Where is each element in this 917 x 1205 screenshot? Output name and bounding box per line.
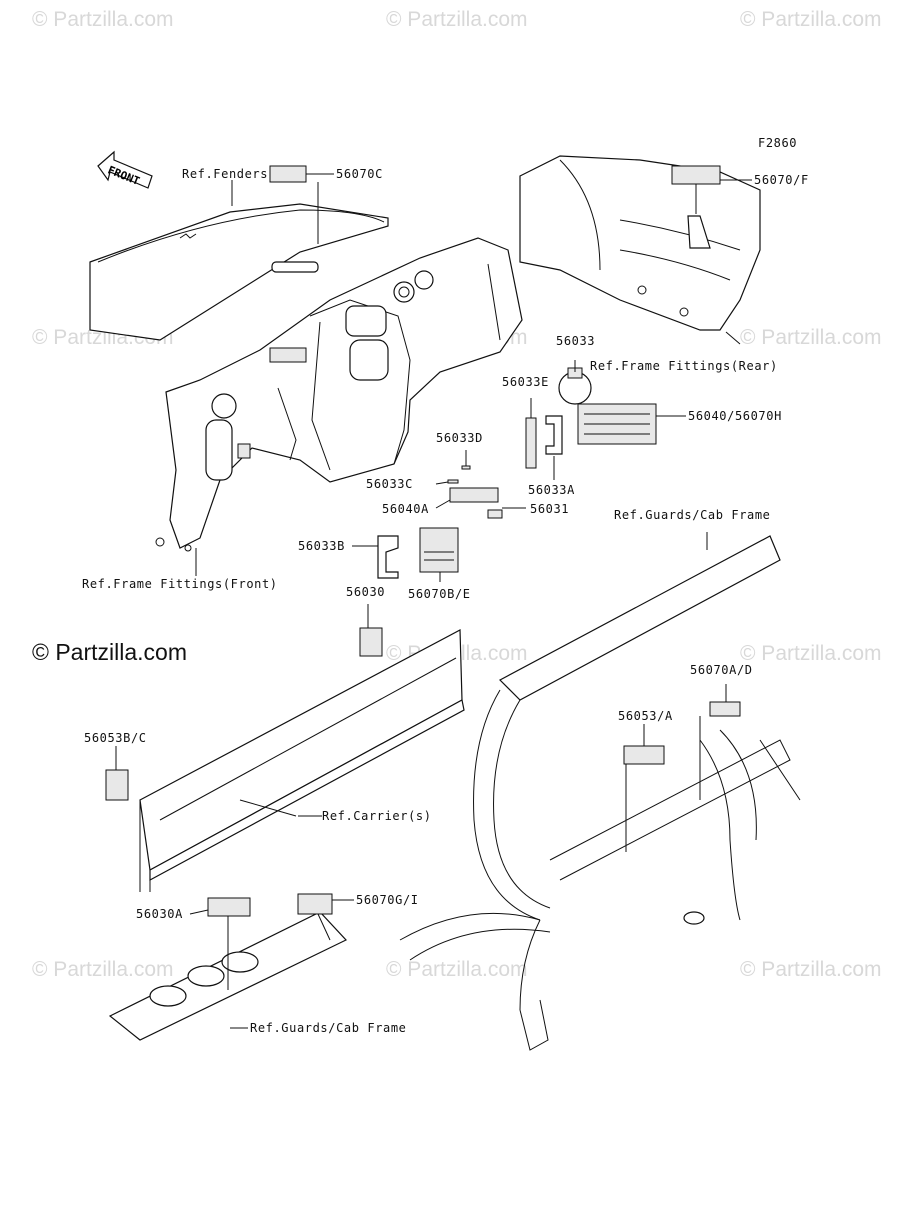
label-56070F: 56070/F	[754, 173, 809, 187]
label-56033D: 56033D	[436, 431, 483, 445]
label-56070C: 56070C	[336, 167, 383, 181]
rear-frame-fitting-illustration	[519, 155, 761, 331]
label-56053B-C: 56053B/C	[84, 731, 147, 745]
decal-56070C	[269, 165, 307, 183]
decal-56030A	[207, 897, 251, 917]
dashboard-illustration	[155, 237, 523, 552]
decal-56070G-I	[297, 893, 333, 915]
label-ref-frame-front: Ref.Frame Fittings(Front)	[82, 577, 278, 591]
label-ref-guards-cab-1: Ref.Guards/Cab Frame	[614, 508, 771, 522]
watermark-main: © Partzilla.com	[32, 639, 187, 665]
label-56070A-D: 56070A/D	[690, 663, 753, 677]
decal-56053B-C	[105, 769, 129, 801]
label-ref-carrier: Ref.Carrier(s)	[322, 809, 432, 823]
watermark-bottom-right: © Partzilla.com	[740, 958, 882, 981]
watermark-top-left: © Partzilla.com	[32, 8, 174, 31]
label-56030: 56030	[346, 585, 385, 599]
watermark-bottom-center: © Partzilla.com	[386, 958, 528, 981]
leader-lines	[115, 173, 752, 1029]
label-56033C: 56033C	[366, 477, 413, 491]
decal-56030	[359, 627, 383, 657]
part-labels: Ref.Fenders 56070C 56070/F 56033 Ref.Fra…	[82, 167, 809, 1035]
label-56040-56070H: 56040/56070H	[688, 409, 782, 423]
label-56030A: 56030A	[136, 907, 183, 921]
front-arrow-icon: FRONT	[97, 150, 153, 189]
label-ref-frame-rear: Ref.Frame Fittings(Rear)	[590, 359, 778, 373]
decal-56031	[487, 509, 503, 519]
label-ref-guards-cab-2: Ref.Guards/Cab Frame	[250, 1021, 407, 1035]
watermark-top-center: © Partzilla.com	[386, 8, 528, 31]
label-ref-fenders: Ref.Fenders	[182, 167, 268, 181]
bracket-56033A	[545, 415, 563, 455]
carrier-illustration	[105, 627, 465, 892]
label-56031: 56031	[530, 502, 569, 516]
fender-illustration	[89, 203, 389, 341]
label-56033A: 56033A	[528, 483, 575, 497]
watermark-lower-right: © Partzilla.com	[740, 642, 882, 665]
label-56070G-I: 56070G/I	[356, 893, 419, 907]
label-56040A: 56040A	[382, 502, 429, 516]
decal-56070B-E	[419, 527, 459, 573]
label-56070B-E: 56070B/E	[408, 587, 471, 601]
decal-56053-A	[623, 745, 665, 765]
label-56033B: 56033B	[298, 539, 345, 553]
label-56053-A: 56053/A	[618, 709, 673, 723]
decal-56070F	[671, 165, 721, 185]
watermark-mid-right: © Partzilla.com	[740, 326, 882, 349]
watermark-bottom-left: © Partzilla.com	[32, 958, 174, 981]
small-parts	[269, 165, 721, 579]
label-56033E: 56033E	[502, 375, 549, 389]
figure-code: F2860	[758, 136, 797, 150]
decal-56040A	[449, 487, 499, 503]
cab-frame-illustration	[399, 535, 801, 1051]
label-56033: 56033	[556, 334, 595, 348]
watermark-top-right: © Partzilla.com	[740, 8, 882, 31]
strip-56033E	[525, 417, 537, 469]
decal-56033B	[377, 535, 399, 579]
decal-56070A-D	[709, 701, 741, 717]
